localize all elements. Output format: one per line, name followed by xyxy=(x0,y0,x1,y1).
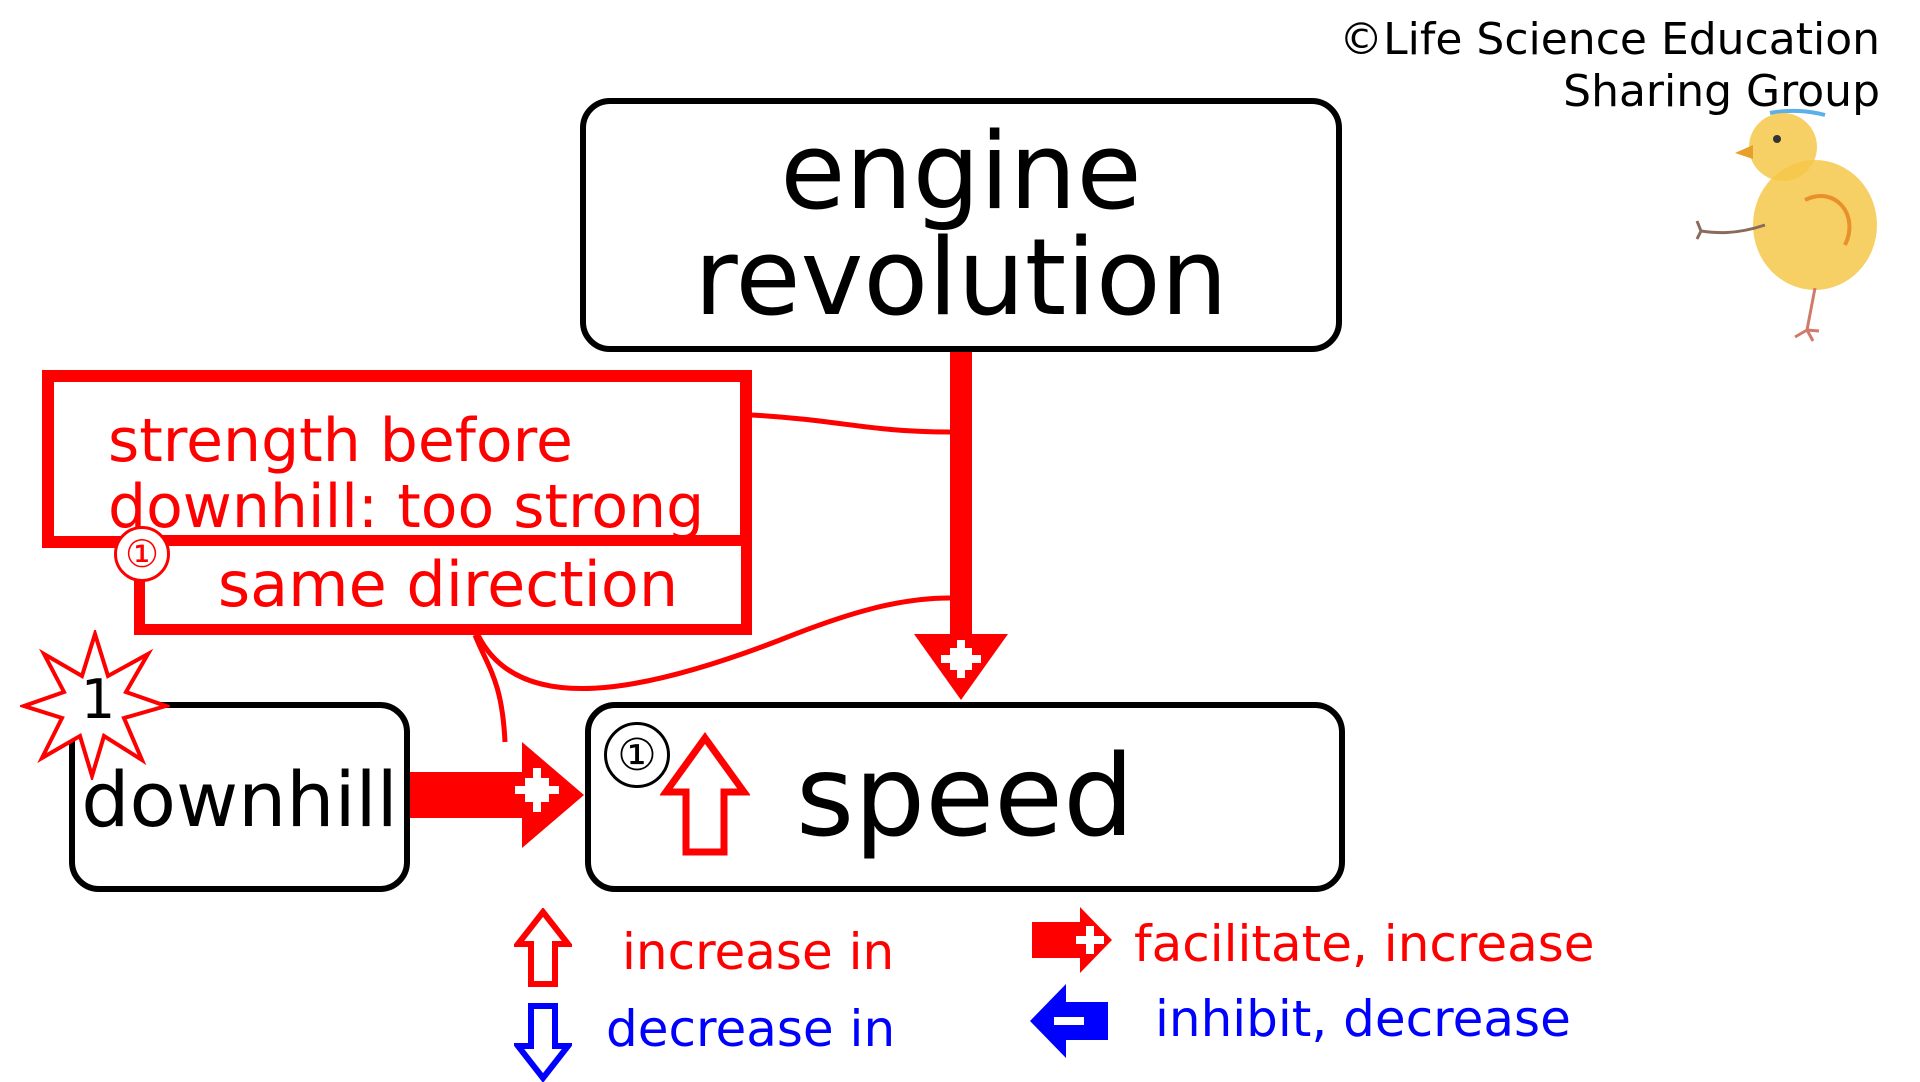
legend-inhibit-label: inhibit, decrease xyxy=(1155,990,1571,1048)
legend-increase-arrow-icon xyxy=(514,908,572,987)
direction-to-downhill-arrow-line xyxy=(472,634,508,743)
same-direction-box: same direction xyxy=(134,535,752,635)
legend-decrease-arrow-icon xyxy=(514,1003,572,1082)
legend-inhibit-arrow-icon xyxy=(1030,984,1108,1058)
burst-number-label: 1 xyxy=(80,668,116,731)
legend-facilitate-arrow-icon xyxy=(1032,907,1112,973)
legend-decrease-label: decrease in xyxy=(606,1000,896,1058)
strength-to-shaft-line xyxy=(751,412,951,435)
speed-increase-arrow-icon xyxy=(660,732,750,856)
direction-to-shaft-line xyxy=(475,595,951,692)
legend-facilitate-label: facilitate, increase xyxy=(1134,915,1595,973)
circled-one-black-marker: ① xyxy=(604,722,670,788)
downhill-arrow-plus-icon xyxy=(515,768,559,812)
star-burst-icon xyxy=(20,630,170,780)
legend-increase-label: increase in xyxy=(622,923,895,981)
engine-revolution-node: engine revolution xyxy=(580,98,1342,352)
strength-before-downhill-box: strength before downhill: too strong xyxy=(42,370,752,548)
circled-one-red-marker: ① xyxy=(114,526,170,582)
downhill-to-speed-shaft xyxy=(408,772,526,818)
chick-mascot-icon xyxy=(1695,108,1877,342)
copyright-credit: ©Life Science Education Sharing Group xyxy=(1339,14,1880,117)
engine-to-speed-shaft xyxy=(950,350,972,638)
downhill-node: downhill xyxy=(69,702,410,892)
engine-arrow-plus-icon xyxy=(941,640,981,678)
